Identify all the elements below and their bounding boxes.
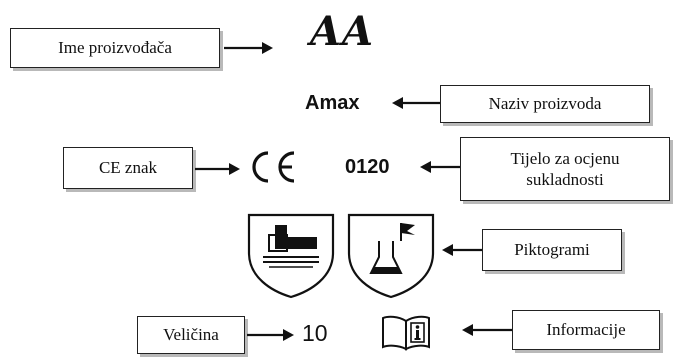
arrow-manufacturer bbox=[224, 42, 273, 54]
label-pictograms: Piktogrami bbox=[482, 229, 622, 271]
label-product-name-text: Naziv proizvoda bbox=[488, 94, 602, 114]
arrow-information bbox=[462, 324, 512, 336]
label-manufacturer-name: Ime proizvođača bbox=[10, 28, 220, 68]
label-information-text: Informacije bbox=[546, 320, 626, 340]
label-notified-body-line1: Tijelo za ocjenu bbox=[510, 148, 620, 168]
mechanical-hazard-pictogram-icon bbox=[245, 211, 337, 299]
manufacturer-logo: AA bbox=[310, 8, 375, 55]
label-ce-mark-text: CE znak bbox=[98, 158, 158, 178]
arrow-ce-mark bbox=[195, 163, 240, 175]
label-notified-body: Tijelo za ocjenu sukladnosti bbox=[460, 137, 670, 201]
arrow-notified-body bbox=[420, 161, 460, 173]
label-ce-mark: CE znak bbox=[63, 147, 193, 189]
label-notified-body-line2: sukladnosti bbox=[526, 170, 604, 189]
label-information: Informacije bbox=[512, 310, 660, 350]
information-book-icon bbox=[380, 313, 432, 351]
size-value: 10 bbox=[302, 320, 328, 346]
label-manufacturer-name-text: Ime proizvođača bbox=[58, 38, 172, 58]
notified-body-number: 0120 bbox=[345, 156, 390, 178]
chemical-hazard-pictogram-icon bbox=[345, 211, 437, 299]
arrow-product-name bbox=[392, 97, 440, 109]
arrow-size bbox=[247, 329, 294, 341]
label-size: Veličina bbox=[137, 316, 245, 354]
ce-mark-icon bbox=[246, 150, 300, 184]
arrow-pictograms bbox=[442, 244, 482, 256]
label-size-text: Veličina bbox=[163, 325, 219, 345]
product-name-value: Amax bbox=[305, 92, 360, 114]
label-product-name: Naziv proizvoda bbox=[440, 85, 650, 123]
label-pictograms-text: Piktogrami bbox=[514, 240, 590, 260]
